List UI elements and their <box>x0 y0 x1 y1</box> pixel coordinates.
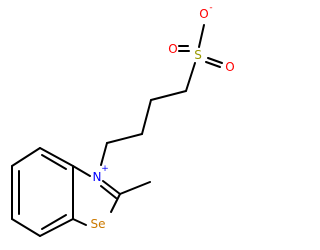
structure-drawing: O - S O O N + Se <box>11 3 235 237</box>
bond-s-c1 <box>185 62 196 92</box>
bond-c2-se <box>110 193 121 213</box>
bond-s-o-right-1 <box>207 57 223 64</box>
bond-c3a-c4b <box>39 147 74 167</box>
atom-layer: O - S O O N + Se <box>91 3 235 231</box>
atom-oxygen-top: O <box>199 7 208 21</box>
bond-s-o-right-2 <box>205 61 221 68</box>
atom-oxygen-left: O <box>168 42 177 56</box>
bond-c7b-c7a <box>39 218 74 237</box>
atom-selenium: Se <box>91 217 106 231</box>
bond-c3-c4 <box>106 133 143 144</box>
atom-oxygen-right: O <box>225 60 234 74</box>
atom-nitrogen-charge: + <box>101 164 109 174</box>
atom-sulfur: S <box>194 48 202 62</box>
bond-se-c7a <box>72 218 87 226</box>
bond-n-c2 <box>102 180 121 195</box>
bond-layer <box>11 24 223 237</box>
bond-c4b-c5b <box>11 147 41 167</box>
bond-c1-c2 <box>150 90 187 101</box>
atom-oxygen-top-charge: - <box>209 3 212 13</box>
atom-nitrogen: N <box>93 170 102 184</box>
bond-benzene-inner-1 <box>41 154 67 170</box>
bond-c6b-c7b <box>11 218 41 237</box>
bond-c2-methyl <box>119 181 151 195</box>
bond-n-c3a <box>72 165 91 177</box>
bond-c2-c3 <box>141 99 152 135</box>
bond-n-c2-double <box>100 185 117 199</box>
bond-benzene-inner-3 <box>41 214 67 230</box>
bond-c4-n <box>100 142 108 166</box>
bond-s-o-top <box>198 24 205 48</box>
